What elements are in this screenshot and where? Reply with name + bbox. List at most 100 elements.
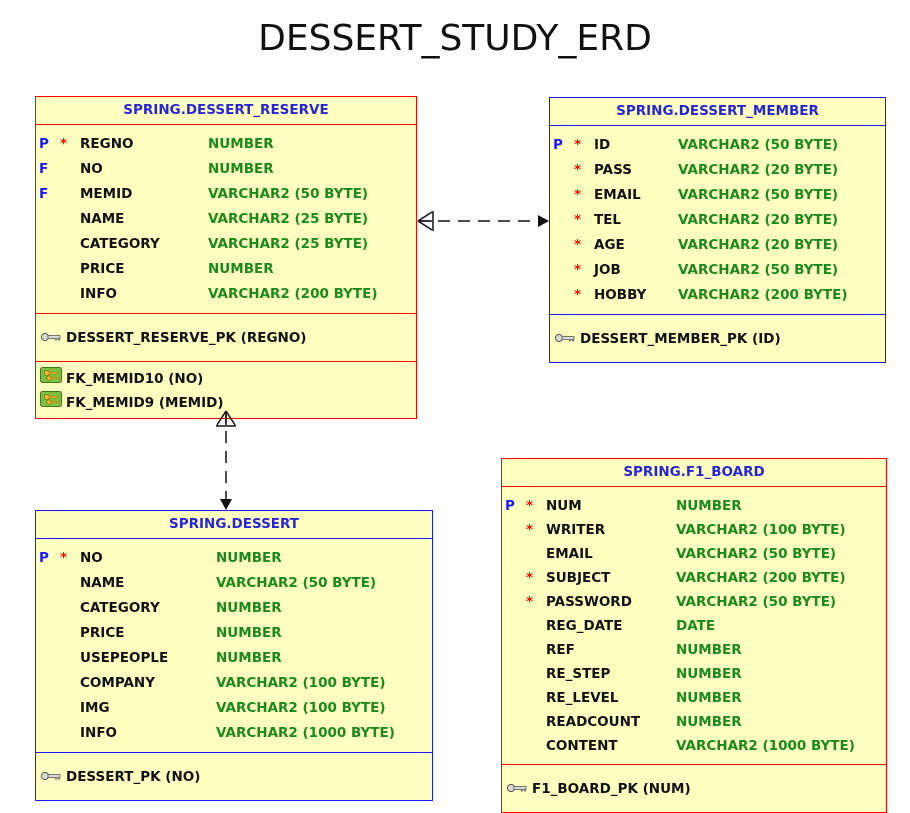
- column-row: P * NO NUMBER: [36, 546, 432, 571]
- column-type: VARCHAR2 (100 BYTE): [216, 675, 386, 691]
- entity-name: SPRING.DESSERT_MEMBER: [550, 98, 885, 126]
- column-name: MEMID: [80, 186, 133, 202]
- column-name: REGNO: [80, 136, 134, 152]
- column-name: CONTENT: [546, 738, 618, 754]
- entity-name: SPRING.F1_BOARD: [502, 459, 886, 487]
- column-name: REG_DATE: [546, 618, 623, 634]
- column-name: USEPEOPLE: [80, 650, 169, 666]
- column-row: EMAIL VARCHAR2 (50 BYTE): [502, 542, 886, 566]
- column-type: VARCHAR2 (200 BYTE): [208, 286, 378, 302]
- column-name: PRICE: [80, 625, 125, 641]
- column-row: * HOBBY VARCHAR2 (200 BYTE): [550, 283, 885, 308]
- fk-key-pair-icon: [40, 367, 62, 391]
- relationship-reserve-member: [417, 211, 549, 231]
- column-type: VARCHAR2 (20 BYTE): [678, 212, 839, 228]
- column-mandatory-mark: *: [60, 136, 68, 152]
- column-name: JOB: [594, 262, 621, 278]
- column-type: NUMBER: [676, 642, 742, 658]
- column-mandatory-mark: *: [526, 570, 534, 586]
- primary-key: DESSERT_RESERVE_PK (REGNO): [36, 321, 416, 355]
- column-name: RE_LEVEL: [546, 690, 619, 706]
- column-name: REF: [546, 642, 575, 658]
- column-type: NUMBER: [216, 600, 282, 616]
- column-row: REF NUMBER: [502, 638, 886, 662]
- column-type: NUMBER: [216, 550, 282, 566]
- column-type: VARCHAR2 (100 BYTE): [676, 522, 846, 538]
- column-type: VARCHAR2 (200 BYTE): [678, 287, 848, 303]
- column-row: CATEGORY NUMBER: [36, 596, 432, 621]
- column-mandatory-mark: *: [574, 137, 582, 153]
- column-type: NUMBER: [208, 261, 274, 277]
- column-row: INFO VARCHAR2 (200 BYTE): [36, 282, 416, 307]
- column-type: NUMBER: [208, 161, 274, 177]
- column-name: SUBJECT: [546, 570, 611, 586]
- column-name: HOBBY: [594, 287, 647, 303]
- column-name: NUM: [546, 498, 582, 514]
- key-icon: [506, 772, 528, 806]
- primary-key: F1_BOARD_PK (NUM): [502, 772, 886, 806]
- column-mandatory-mark: *: [526, 498, 534, 514]
- key-icon: [40, 321, 62, 355]
- column-type: NUMBER: [676, 714, 742, 730]
- column-name: COMPANY: [80, 675, 155, 691]
- entity-name: SPRING.DESSERT_RESERVE: [36, 97, 416, 125]
- column-type: VARCHAR2 (50 BYTE): [676, 594, 837, 610]
- column-type: VARCHAR2 (1000 BYTE): [216, 725, 395, 741]
- column-type: VARCHAR2 (25 BYTE): [208, 236, 369, 252]
- column-key-flag: P: [39, 550, 49, 566]
- primary-key-label: F1_BOARD_PK (NUM): [532, 781, 691, 797]
- column-type: VARCHAR2 (20 BYTE): [678, 162, 839, 178]
- column-name: INFO: [80, 725, 118, 741]
- fk-key-pair-icon: [40, 391, 62, 415]
- column-mandatory-mark: *: [574, 162, 582, 178]
- column-row: IMG VARCHAR2 (100 BYTE): [36, 696, 432, 721]
- column-row: * PASS VARCHAR2 (20 BYTE): [550, 158, 885, 183]
- column-name: NO: [80, 550, 103, 566]
- column-key-flag: P: [553, 137, 563, 153]
- column-type: VARCHAR2 (50 BYTE): [676, 546, 837, 562]
- column-type: DATE: [676, 618, 716, 634]
- column-mandatory-mark: *: [60, 550, 68, 566]
- column-type: VARCHAR2 (20 BYTE): [678, 237, 839, 253]
- column-type: VARCHAR2 (100 BYTE): [216, 700, 386, 716]
- column-name: EMAIL: [546, 546, 593, 562]
- column-name: NAME: [80, 211, 125, 227]
- primary-key-label: DESSERT_PK (NO): [66, 769, 201, 785]
- column-mandatory-mark: *: [574, 287, 582, 303]
- column-type: VARCHAR2 (200 BYTE): [676, 570, 846, 586]
- column-name: CATEGORY: [80, 600, 160, 616]
- column-type: VARCHAR2 (25 BYTE): [208, 211, 369, 227]
- column-row: * SUBJECT VARCHAR2 (200 BYTE): [502, 566, 886, 590]
- primary-key: DESSERT_MEMBER_PK (ID): [550, 322, 885, 356]
- column-row: INFO VARCHAR2 (1000 BYTE): [36, 721, 432, 746]
- column-name: INFO: [80, 286, 118, 302]
- column-name: PASS: [594, 162, 632, 178]
- column-name: IMG: [80, 700, 110, 716]
- column-type: VARCHAR2 (50 BYTE): [678, 137, 839, 153]
- column-row: RE_LEVEL NUMBER: [502, 686, 886, 710]
- column-type: NUMBER: [676, 690, 742, 706]
- foreign-key-label: FK_MEMID9 (MEMID): [66, 395, 224, 411]
- column-row: REG_DATE DATE: [502, 614, 886, 638]
- column-row: COMPANY VARCHAR2 (100 BYTE): [36, 671, 432, 696]
